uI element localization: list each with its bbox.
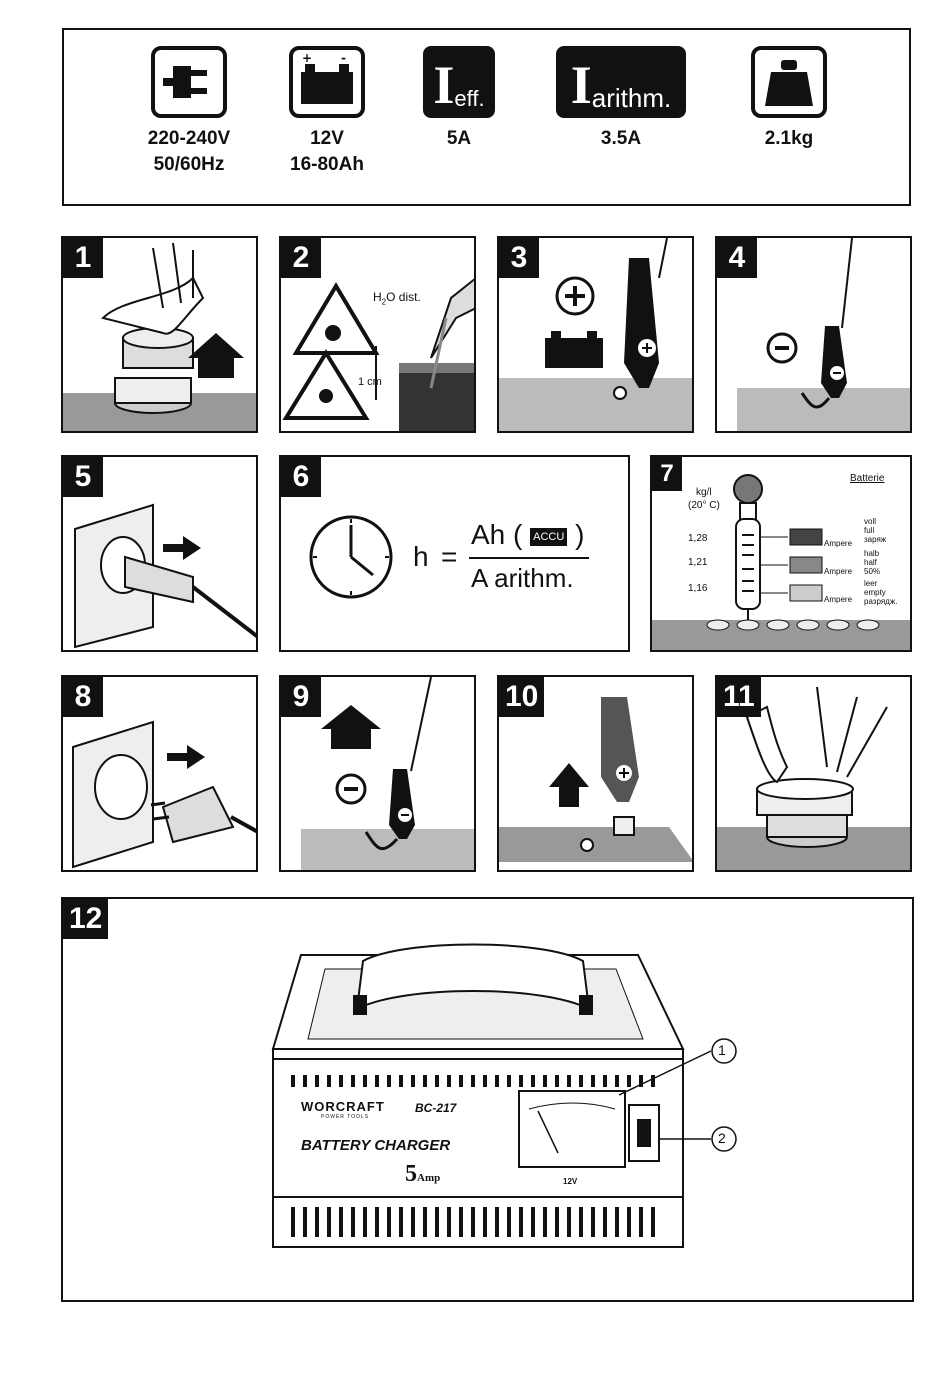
step-6-panel: h = Ah ( ACCU ) A arithm. 6 (279, 455, 630, 652)
spec-current-eff: I eff. 5A (414, 46, 504, 152)
model-number: BC-217 (415, 1101, 456, 1115)
step-2-panel: H2O dist. 1 cm 2 (279, 236, 476, 433)
step-4-panel: 4 (715, 236, 912, 433)
step-9-panel: 9 (279, 675, 476, 872)
amp-rating: 5Amp (405, 1161, 440, 1188)
step-5-number: 5 (63, 457, 103, 497)
step-8-panel: 8 (61, 675, 258, 872)
density-value-1: 1,28 (688, 533, 707, 544)
step-10-panel: 10 (497, 675, 694, 872)
step-1-panel: 1 (61, 236, 258, 433)
i-arithm-icon: I arithm. (556, 46, 686, 118)
svg-text:-: - (341, 51, 346, 65)
battery-title: Batterie (850, 473, 884, 484)
spec-current-arithm: I arithm. 3.5A (554, 46, 688, 152)
step-9-number: 9 (281, 677, 321, 717)
spec-battery-line2: 16-80Ah (272, 152, 382, 178)
spec-weight-value: 2.1kg (734, 126, 844, 152)
formula-eq: = (441, 541, 457, 573)
formula-numerator: Ah ( ACCU ) (471, 519, 584, 551)
spec-current-eff-value: 5A (414, 126, 504, 152)
step-4-number: 4 (717, 238, 757, 278)
step-11-number: 11 (717, 677, 761, 717)
step-1-number: 1 (63, 238, 103, 278)
depth-label: 1 cm (358, 376, 382, 388)
step-7-panel: kg/l (20° C) Batterie 1,28 1,21 1,16 Amp… (650, 455, 912, 652)
power-plug-icon (151, 46, 227, 118)
spec-panel: 220-240V 50/60Hz + - 12V 16-80Ah I eff. … (62, 28, 911, 206)
spec-voltage: 220-240V 50/60Hz (134, 46, 244, 178)
step-12-number: 12 (63, 899, 108, 939)
i-eff-icon: I eff. (423, 46, 495, 118)
i-arithm-small: arithm. (592, 84, 671, 112)
ampere-label-1: Ampere (824, 539, 852, 548)
accu-badge: ACCU (530, 528, 567, 546)
voltage-label: 12V (563, 1177, 577, 1186)
spec-battery: + - 12V 16-80Ah (272, 46, 382, 178)
i-eff-big: I (433, 58, 454, 112)
h2o-label: H2O dist. (373, 290, 421, 306)
formula-denominator: A arithm. (471, 563, 574, 594)
ampere-label-3: Ampere (824, 595, 852, 604)
step-5-panel: 5 (61, 455, 258, 652)
ampere-label-2: Ampere (824, 567, 852, 576)
i-eff-small: eff. (454, 86, 484, 112)
step-3-number: 3 (499, 238, 539, 278)
spec-voltage-line2: 50/60Hz (134, 152, 244, 178)
spec-voltage-line1: 220-240V (134, 126, 244, 152)
weight-icon (751, 46, 827, 118)
step-2-number: 2 (281, 238, 321, 278)
callout-1: 1 (718, 1042, 726, 1058)
spec-battery-line1: 12V (272, 126, 382, 152)
formula-h: h (413, 541, 429, 573)
charger-illustration (63, 899, 914, 1302)
density-value-3: 1,16 (688, 583, 707, 594)
step-12-panel: WORCRAFT POWER TOOLS BC-217 BATTERY CHAR… (61, 897, 914, 1302)
step-11-panel: 11 (715, 675, 912, 872)
step-3-panel: 3 (497, 236, 694, 433)
spec-current-arithm-value: 3.5A (554, 126, 688, 152)
svg-text:+: + (302, 51, 312, 65)
density-value-2: 1,21 (688, 557, 707, 568)
spec-weight: 2.1kg (734, 46, 844, 152)
battery-icon: + - (289, 46, 365, 118)
step-6-number: 6 (281, 457, 321, 497)
density-temp: (20° C) (688, 500, 720, 511)
step-8-number: 8 (63, 677, 103, 717)
product-name: BATTERY CHARGER (301, 1137, 450, 1154)
step-10-number: 10 (499, 677, 544, 717)
step-7-number: 7 (652, 457, 682, 491)
i-arithm-big: I (571, 58, 592, 112)
brand-logo: WORCRAFT (301, 1099, 385, 1114)
brand-subtitle: POWER TOOLS (321, 1114, 369, 1120)
callout-2: 2 (718, 1130, 726, 1146)
density-unit: kg/l (696, 487, 712, 498)
